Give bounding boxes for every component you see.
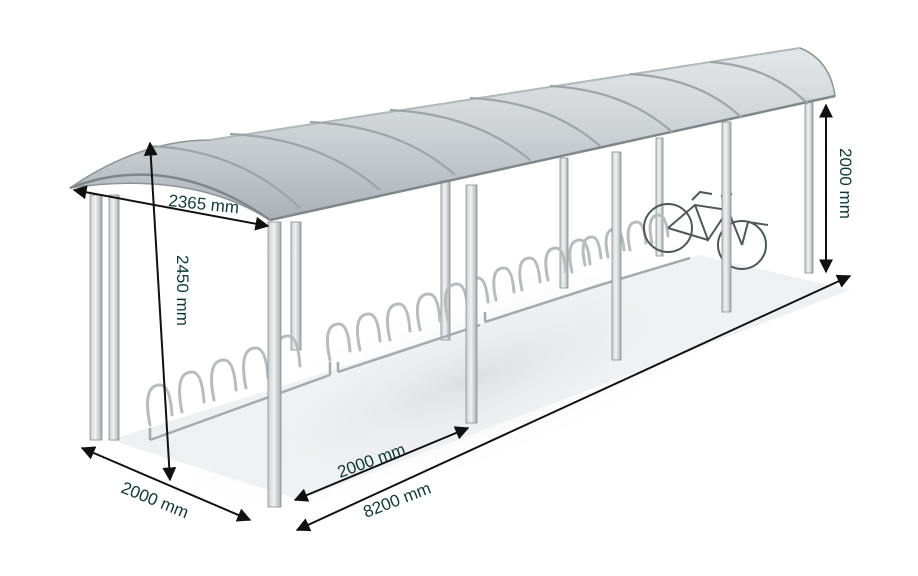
roof-canopy — [69, 47, 836, 222]
dimension-lines — [72, 103, 852, 532]
total-length-arrow — [295, 274, 852, 532]
depth-arrow — [80, 446, 252, 522]
height-front-label: 2450 mm — [173, 255, 192, 326]
height-rear-label: 2000 mm — [836, 148, 855, 219]
height-front-arrow — [143, 141, 177, 482]
ground-shadow — [110, 238, 850, 522]
